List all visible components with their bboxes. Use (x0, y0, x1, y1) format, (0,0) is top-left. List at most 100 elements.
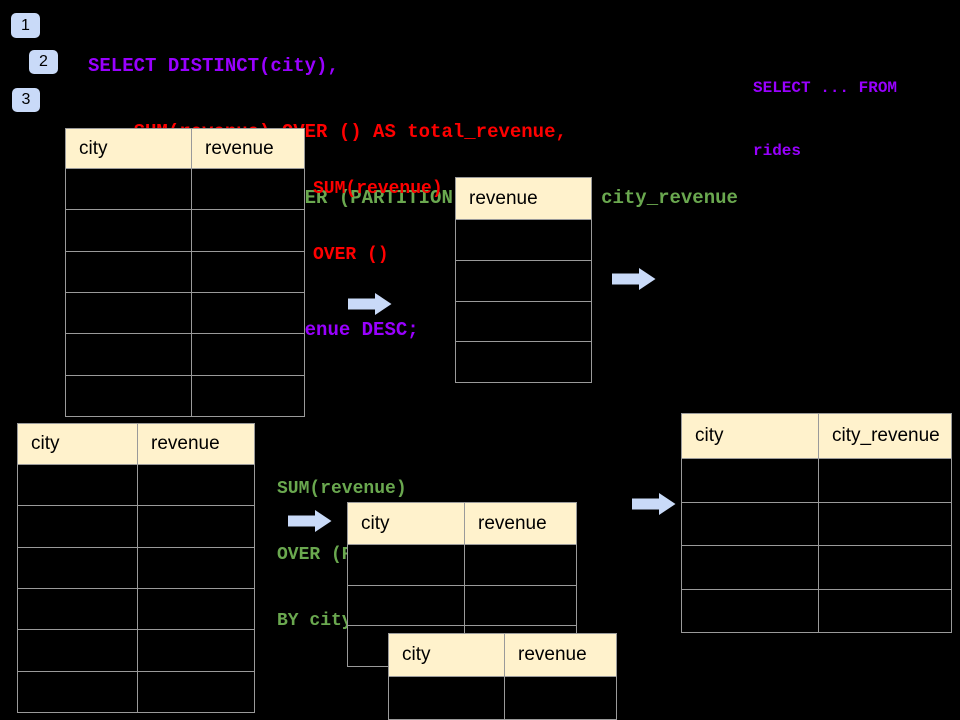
table-cell (682, 503, 818, 546)
table-cell (389, 677, 504, 719)
table-cell (137, 506, 254, 547)
annotation-sum-over-total-line1: SUM(revenue) (313, 179, 443, 199)
table-row (456, 341, 591, 382)
annotation-sum-over-total: SUM(revenue) OVER () (313, 134, 443, 310)
table-body (18, 465, 254, 712)
column-header-city: city (361, 512, 390, 534)
select-from-note-line2: rides (753, 142, 802, 160)
table-cell (137, 588, 254, 630)
table-row (682, 459, 951, 502)
column-header-city: city (695, 425, 724, 446)
column-header-revenue: revenue (504, 634, 616, 676)
table-cell (682, 590, 818, 633)
table-header-row: city revenue (348, 503, 576, 545)
annotation-sum-over-total-line2: OVER () (313, 245, 389, 265)
column-header-city-revenue: city_revenue (818, 414, 951, 458)
table-cell (66, 334, 191, 374)
annotation-sum-over-partition-line1: SUM(revenue) (277, 479, 407, 499)
flow-arrow-icon (612, 267, 656, 291)
flow-arrow-icon (632, 492, 676, 516)
table-cell (818, 502, 951, 545)
table-cell (456, 342, 591, 382)
flow-arrow-icon (288, 509, 332, 533)
flow-arrow-icon (348, 292, 392, 316)
table-cell (137, 547, 254, 588)
table-source-rides-top: city revenue (65, 128, 305, 417)
table-cell (18, 630, 137, 670)
table-cell (137, 465, 254, 506)
table-cell (191, 375, 304, 416)
table-body (389, 677, 616, 720)
table-cell (18, 506, 137, 546)
table-cell (464, 545, 576, 585)
table-row (66, 209, 304, 251)
table-body (682, 459, 951, 632)
column-header-city: city (402, 644, 431, 665)
table-revenue-result: revenue (455, 177, 592, 383)
table-cell (682, 459, 818, 502)
table-cell (818, 459, 951, 502)
table-row (18, 587, 254, 630)
select-from-note: SELECT ... FROM rides (753, 36, 897, 204)
table-cell (456, 220, 591, 260)
table-cell (18, 548, 137, 588)
table-row (682, 545, 951, 589)
table-row (456, 220, 591, 260)
table-cell (137, 630, 254, 671)
table-row (66, 374, 304, 416)
table-cell (456, 302, 591, 342)
table-row (682, 588, 951, 633)
column-header-revenue: revenue (191, 129, 304, 168)
table-cell (504, 677, 616, 719)
sql-line-select: SELECT DISTINCT(city), (88, 55, 339, 77)
table-cell (66, 293, 191, 333)
table-row (18, 505, 254, 547)
table-cell (818, 589, 951, 632)
table-cell (191, 251, 304, 292)
table-header-row: city revenue (66, 129, 304, 169)
table-row (348, 584, 576, 626)
table-cell (137, 671, 254, 712)
table-row (456, 300, 591, 342)
table-header-row: city revenue (389, 634, 616, 677)
table-row (66, 169, 304, 210)
table-header-row: city city_revenue (682, 414, 951, 459)
table-cell (348, 586, 464, 626)
table-city-revenue-result: city city_revenue (681, 413, 952, 633)
table-row (18, 629, 254, 671)
table-partition-step2: city revenue (388, 633, 617, 720)
step-badge-3: 3 (12, 88, 40, 112)
column-header-revenue: revenue (464, 503, 576, 544)
table-cell (818, 546, 951, 589)
table-cell (18, 465, 137, 505)
table-cell (464, 585, 576, 626)
table-cell (191, 169, 304, 210)
table-cell (66, 376, 191, 416)
table-cell (682, 546, 818, 589)
table-cell (18, 589, 137, 629)
table-header-row: revenue (456, 178, 591, 220)
table-row (456, 259, 591, 301)
table-header-row: city revenue (18, 424, 254, 465)
table-row (18, 546, 254, 588)
table-cell (66, 252, 191, 292)
table-cell (456, 261, 591, 301)
table-row (66, 291, 304, 334)
table-cell (191, 334, 304, 375)
step-badge-2: 2 (29, 50, 58, 74)
select-from-note-line1: SELECT ... FROM (753, 79, 898, 97)
table-body (456, 220, 591, 382)
table-cell (66, 210, 191, 250)
table-row (348, 545, 576, 585)
table-cell (191, 292, 304, 334)
table-row (18, 465, 254, 506)
table-row (389, 677, 616, 719)
column-header-revenue: revenue (137, 424, 254, 464)
table-cell (348, 545, 464, 585)
table-row (66, 333, 304, 375)
column-header-revenue: revenue (469, 187, 538, 209)
table-cell (66, 169, 191, 209)
column-header-city: city (79, 137, 108, 159)
table-cell (191, 210, 304, 251)
